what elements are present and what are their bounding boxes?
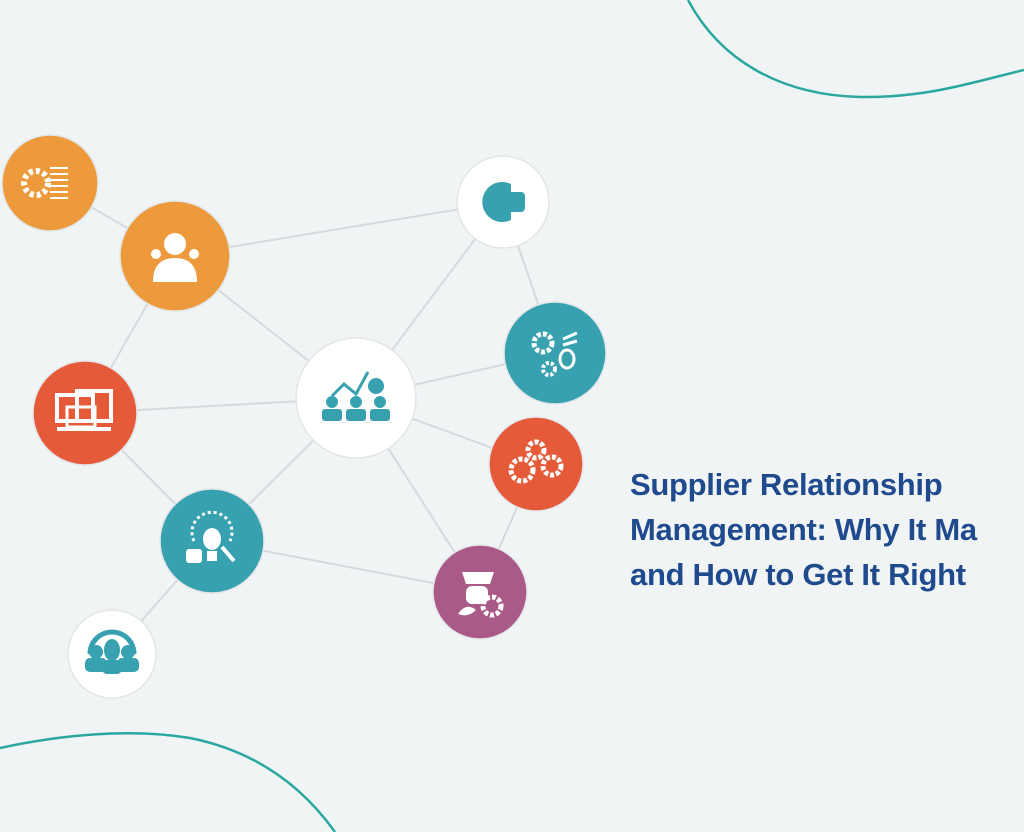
node-idea-research xyxy=(159,488,265,594)
bottom-wave-decoration xyxy=(0,732,337,832)
node-process-gears xyxy=(488,416,584,512)
top-wave-decoration xyxy=(686,0,1024,99)
node-circle xyxy=(119,200,231,312)
title-line-1: Supplier Relationship xyxy=(630,467,943,502)
node-puzzle-strategy xyxy=(456,155,550,249)
node-settings-document xyxy=(1,134,99,232)
title-line-2: Management: Why It Ma xyxy=(630,512,977,547)
node-online-shopping xyxy=(32,360,138,466)
bulb-search-icon xyxy=(186,510,236,563)
people-group-icon xyxy=(85,629,139,674)
node-team-growth xyxy=(295,337,417,459)
gears-bulb-icon xyxy=(531,331,578,377)
node-innovation-settings xyxy=(503,301,607,405)
shopping-cart-screen-icon xyxy=(55,389,113,431)
network-nodes xyxy=(1,134,607,699)
node-worker-settings xyxy=(432,544,528,640)
gear-document-icon xyxy=(21,167,68,199)
page-title: Supplier Relationship Management: Why It… xyxy=(630,462,1024,597)
node-team-leader xyxy=(119,200,231,312)
node-customer-group xyxy=(67,609,157,699)
team-chart-icon xyxy=(322,371,390,421)
worker-gear-icon xyxy=(458,572,504,618)
gears-icon xyxy=(508,439,564,484)
title-line-3: and How to Get It Right xyxy=(630,557,966,592)
node-circle xyxy=(32,360,138,466)
node-circle xyxy=(503,301,607,405)
person-group-icon xyxy=(151,233,199,282)
node-circle xyxy=(488,416,584,512)
puzzle-head-icon xyxy=(482,182,525,223)
